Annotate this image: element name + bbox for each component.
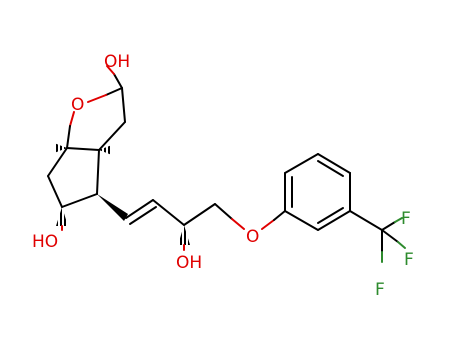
label-oh-mid: OH: [176, 253, 202, 273]
bond-c5-c4: [61, 193, 98, 208]
bond-c2-oh-red: [106, 65, 115, 75]
bond-c1-c2: [125, 199, 154, 219]
bond-ar1-ar2: [284, 210, 319, 231]
bond-ar2-ar3: [317, 210, 351, 231]
bond-o-ar-red: [261, 219, 275, 230]
bond-cf3-f2: [381, 229, 399, 243]
bond-c4-c3a: [96, 149, 100, 195]
label-o-ring: O: [71, 95, 84, 115]
bond-c2-c3-chain: [152, 199, 185, 226]
bond-c6a-c3a: [66, 147, 100, 151]
bond-c6a-c6: [47, 147, 68, 177]
label-f3: F: [375, 280, 385, 300]
bond-ar-inner-2: [317, 207, 344, 224]
bond-c4-o: [214, 203, 233, 220]
bond-c6-c5: [47, 175, 63, 208]
hash-bond-c5-oh: [56, 207, 68, 226]
hash-bond-c3-oh: [178, 225, 190, 245]
bond-o-c6a-red: [69, 111, 75, 127]
bond-ar-cf3: [349, 210, 383, 231]
bond-cf3-f1: [381, 221, 396, 231]
bond-o-ar: [273, 210, 286, 221]
bond-c2-c3: [121, 87, 126, 123]
bond-c2-oh: [113, 73, 123, 89]
bond-cf3-f1-green: [394, 217, 403, 223]
wedge-bond-c4-chain: [97, 194, 128, 221]
bond-c3-c4-chain: [183, 203, 216, 226]
bond-cf3-f2-green: [397, 241, 406, 249]
label-oh-top: OH: [104, 52, 130, 72]
bond-c2-o: [105, 87, 123, 96]
label-f2: F: [404, 250, 414, 270]
bond-ar5-ar6: [284, 153, 319, 174]
label-o-ether: O: [246, 227, 259, 247]
label-ho-left: HO: [32, 232, 58, 252]
bond-c4-o-red: [231, 218, 245, 230]
bond-ar-inner-3: [317, 160, 344, 177]
bond-ar4-ar5: [317, 153, 351, 174]
bond-c3-c3a: [98, 121, 126, 151]
bond-o-c6a: [66, 125, 71, 149]
label-f1: F: [401, 209, 411, 229]
bond-c1-c2-double: [129, 206, 157, 225]
bond-c2-o-red: [87, 94, 107, 103]
hash-bond-c6a-h: [54, 143, 67, 153]
hash-bond-c3a-h: [99, 145, 112, 155]
